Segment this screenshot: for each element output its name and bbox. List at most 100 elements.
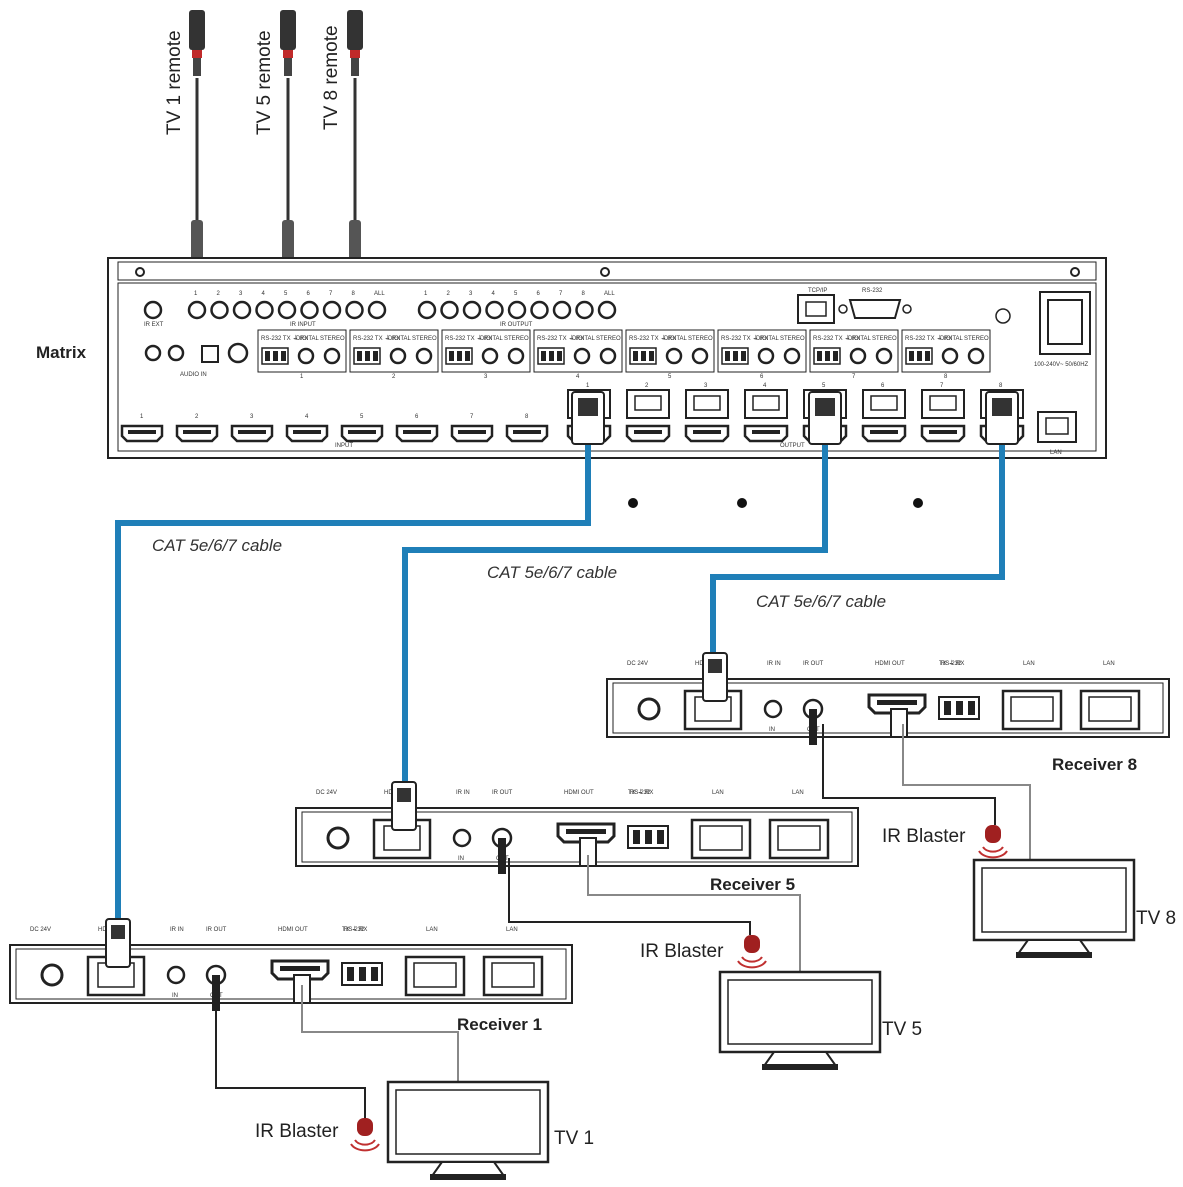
- hdmi-input-number: 7: [470, 414, 474, 420]
- svg-text:RS-232: RS-232: [862, 288, 883, 294]
- output-number: 2: [645, 383, 649, 389]
- ir-in-number: 5: [284, 291, 288, 297]
- ir-plug-icon: [498, 838, 506, 874]
- ir-blaster-label-5: IR Blaster: [640, 941, 724, 962]
- svg-text:STEREO: STEREO: [412, 336, 437, 342]
- ir-out-jack: [597, 300, 617, 320]
- rj45-plug-icon: [571, 391, 605, 445]
- svg-text:DIGITAL: DIGITAL: [940, 336, 964, 342]
- svg-text:STEREO: STEREO: [964, 336, 989, 342]
- svg-text:6: 6: [760, 374, 764, 380]
- svg-text:IN: IN: [769, 727, 775, 733]
- svg-text:7: 7: [852, 374, 856, 380]
- rj45-port-icon: [921, 389, 965, 419]
- matrix-label: Matrix: [36, 343, 87, 362]
- svg-text:TCP/IP: TCP/IP: [808, 288, 827, 294]
- matrix-lan-port: LAN: [1037, 411, 1077, 456]
- ir-blaster-icon: [737, 935, 767, 969]
- svg-text:IR IN: IR IN: [456, 790, 470, 796]
- hdmi-input-number: 2: [195, 414, 199, 420]
- hdmi-input-number: 3: [250, 414, 254, 420]
- svg-text:DC 24V: DC 24V: [627, 661, 648, 667]
- svg-text:IR IN: IR IN: [170, 927, 184, 933]
- ir-in-number: 6: [307, 291, 311, 297]
- cable-label-8: CAT 5e/6/7 cable: [756, 592, 886, 611]
- svg-text:RS-232 TX ⏚ RX: RS-232 TX ⏚ RX: [629, 335, 676, 342]
- ir-out-number: 8: [582, 291, 586, 297]
- matrix-input-caption: INPUT: [335, 443, 353, 449]
- ir-in-jack: [187, 300, 207, 320]
- hdmi-input-number: 6: [415, 414, 419, 420]
- svg-text:LAN: LAN: [1023, 661, 1035, 667]
- svg-text:TX ⏚ RX: TX ⏚ RX: [342, 926, 367, 933]
- svg-text:DIGITAL: DIGITAL: [848, 336, 872, 342]
- ir-in-jack: [300, 300, 319, 320]
- ir-blaster-icon: [978, 825, 1008, 859]
- tv-label-1: TV 1: [554, 1128, 594, 1149]
- ir-receiver-head-icon: [347, 10, 363, 76]
- svg-text:LAN: LAN: [792, 790, 804, 796]
- ir-in-number: ALL: [374, 291, 385, 297]
- svg-text:DIGITAL: DIGITAL: [388, 336, 412, 342]
- rj45-port-icon: [626, 389, 670, 419]
- svg-text:RS-232 TX ⏚ RX: RS-232 TX ⏚ RX: [353, 335, 400, 342]
- svg-text:TX ⏚ RX: TX ⏚ RX: [939, 660, 964, 667]
- ir-out-number: 3: [469, 291, 473, 297]
- cable-label-1: CAT 5e/6/7 cable: [152, 536, 282, 555]
- svg-text:LAN: LAN: [712, 790, 724, 796]
- ir-out-jack: [417, 300, 437, 320]
- ir-in-jack: [232, 300, 252, 320]
- ir-blasters: [350, 825, 1008, 1152]
- cat-cable-5: [402, 445, 828, 785]
- tv-icon: [972, 858, 1136, 958]
- svg-text:DIGITAL: DIGITAL: [296, 336, 320, 342]
- ir-out-number: 1: [424, 291, 428, 297]
- ir-in-jack: [210, 300, 229, 320]
- svg-text:IR EXT: IR EXT: [144, 322, 164, 328]
- svg-text:DC 24V: DC 24V: [316, 790, 337, 796]
- svg-text:DIGITAL: DIGITAL: [756, 336, 780, 342]
- ir-in-jack: [255, 300, 274, 320]
- svg-text:STEREO: STEREO: [780, 336, 805, 342]
- svg-text:IN: IN: [172, 993, 178, 999]
- matrix-output-caption: OUTPUT: [780, 443, 805, 449]
- svg-text:3: 3: [484, 374, 488, 380]
- ir-in-number: 8: [352, 291, 356, 297]
- ir-receiver-head-icon: [280, 10, 296, 76]
- output-number: 1: [586, 383, 590, 389]
- hdmi-input-number: 8: [525, 414, 529, 420]
- ir-plug-icon: [809, 709, 817, 745]
- output-number: 3: [704, 383, 708, 389]
- ir-out-jack: [462, 300, 482, 320]
- ir-blaster-label-1: IR Blaster: [255, 1121, 339, 1142]
- ir-out-jack: [507, 300, 527, 320]
- ir-out-number: ALL: [604, 291, 615, 297]
- svg-text:RS-232 TX ⏚ RX: RS-232 TX ⏚ RX: [721, 335, 768, 342]
- output-number: 6: [881, 383, 885, 389]
- ir-in-number: 1: [194, 291, 198, 297]
- ir-out-jack: [530, 300, 549, 320]
- ir-in-jack: [367, 300, 387, 320]
- tv-wiring: [215, 724, 1031, 1118]
- ir-in-number: 2: [217, 291, 221, 297]
- svg-text:STEREO: STEREO: [596, 336, 621, 342]
- hdmi-input-number: 5: [360, 414, 364, 420]
- svg-text:LAN: LAN: [1103, 661, 1115, 667]
- ir-out-jack: [552, 300, 572, 320]
- svg-text:8: 8: [944, 374, 948, 380]
- ir-out-number: 7: [559, 291, 563, 297]
- svg-text:RS-232 TX ⏚ RX: RS-232 TX ⏚ RX: [905, 335, 952, 342]
- cat-cable-1: [115, 445, 591, 920]
- ir-out-number: 6: [537, 291, 541, 297]
- remote-label-tv8: TV 8 remote: [321, 25, 342, 130]
- ir-out-jack: [575, 300, 594, 320]
